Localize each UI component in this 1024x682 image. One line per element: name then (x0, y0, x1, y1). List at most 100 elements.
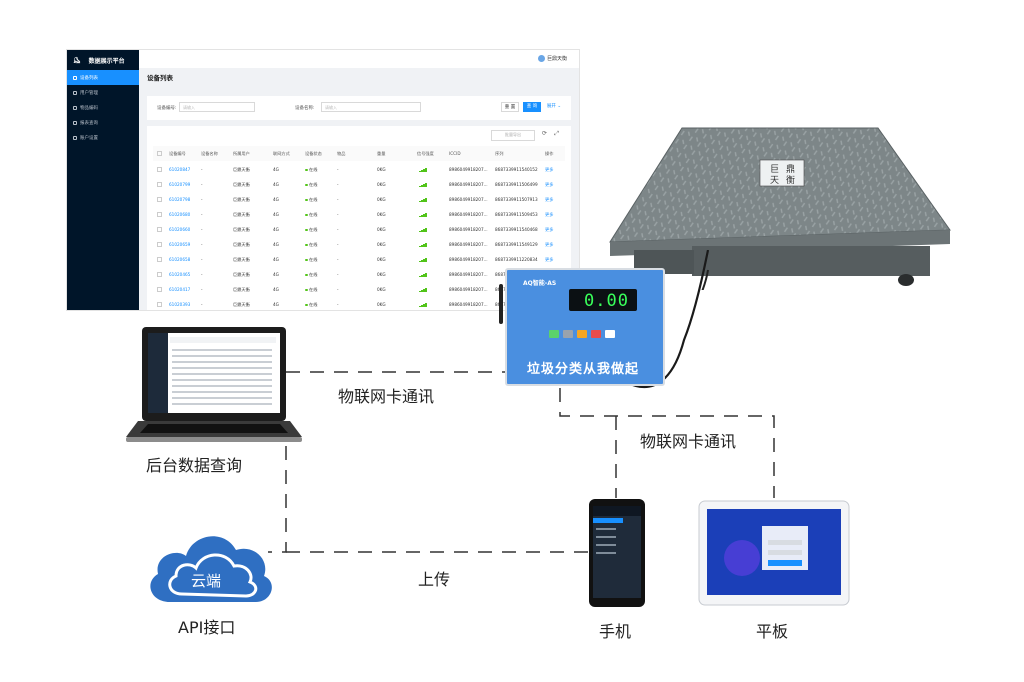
key-gray[interactable] (563, 330, 573, 338)
cell-device-name: - (201, 227, 203, 232)
cell-weight: 0KG (377, 302, 386, 307)
cell-serial: 8687339911506499 (495, 182, 538, 187)
cell-status: 在线 (305, 272, 317, 278)
query-button[interactable]: 查 询 (523, 102, 541, 112)
sidebar-item-reports[interactable]: 报表查询 (67, 115, 139, 130)
online-dot-icon (305, 213, 308, 217)
cell-action[interactable]: 更多 (545, 197, 554, 202)
cell-action[interactable]: 更多 (545, 182, 554, 187)
cloud-icon: 云端 (150, 536, 272, 602)
cell-network: 4G (273, 182, 279, 187)
cell-weight: 0KG (377, 257, 386, 262)
signal-icon (419, 167, 429, 172)
table-row[interactable]: 61020417-巨鼎天衡4G在线-0KG8986049918207...868… (153, 282, 565, 297)
col-status: 设备状态 (305, 151, 322, 156)
cell-item: - (337, 167, 339, 172)
col-signal: 信号强度 (417, 151, 434, 156)
cell-device-name: - (201, 167, 203, 172)
expand-link[interactable]: 展开 ⌄ (546, 104, 562, 109)
signal-icon (419, 197, 429, 202)
cell-action[interactable]: 更多 (545, 167, 554, 172)
row-checkbox[interactable] (157, 287, 162, 292)
table-row[interactable]: 61020465-巨鼎天衡4G在线-0KG8986049918207...868… (153, 267, 565, 282)
signal-icon (419, 212, 429, 217)
row-checkbox[interactable] (157, 227, 162, 232)
cell-action[interactable]: 更多 (545, 242, 554, 247)
cell-user: 巨鼎天衡 (233, 272, 250, 277)
row-checkbox[interactable] (157, 182, 162, 187)
cell-device-no: 61020847 (169, 167, 191, 172)
laptop-icon (126, 327, 302, 442)
cell-action[interactable]: 更多 (545, 227, 554, 232)
cell-network: 4G (273, 272, 279, 277)
row-checkbox[interactable] (157, 257, 162, 262)
table-row[interactable]: 61020393-巨鼎天衡4G在线-0KG8986049918207...868… (153, 297, 565, 310)
logo-char-3: 天 (770, 176, 779, 186)
col-weight: 重量 (377, 151, 386, 156)
cell-iccid: 8986049918207... (449, 242, 488, 247)
sidebar-item-account-settings[interactable]: 账户设置 (67, 130, 139, 145)
device-no-input[interactable]: 请输入 (179, 102, 255, 112)
batch-export-button[interactable]: 批量导出 (491, 130, 535, 141)
select-all-checkbox[interactable] (157, 151, 162, 156)
scale-logo-plate (759, 159, 805, 187)
device-name-input[interactable]: 请输入 (321, 102, 421, 112)
cell-status: 在线 (305, 167, 317, 173)
user-menu[interactable]: 巨鼎天衡 (537, 55, 567, 62)
cell-iccid: 8986049918207... (449, 167, 488, 172)
online-dot-icon (305, 303, 308, 307)
cell-status: 在线 (305, 242, 317, 248)
cell-device-name: - (201, 302, 203, 307)
upload-label: 上传 (418, 570, 451, 589)
fullscreen-icon[interactable]: ⤢ (554, 130, 559, 137)
cell-action[interactable]: 更多 (545, 257, 554, 262)
row-checkbox[interactable] (157, 197, 162, 202)
key-white[interactable] (605, 330, 615, 338)
cell-user: 巨鼎天衡 (233, 227, 250, 232)
phone-icon (589, 499, 645, 607)
cell-item: - (337, 272, 339, 277)
online-dot-icon (305, 273, 308, 277)
cell-serial: 8687339911507913 (495, 197, 538, 202)
cell-network: 4G (273, 257, 279, 262)
online-dot-icon (305, 198, 308, 202)
logo-icon: ⛸ (73, 56, 81, 64)
row-checkbox[interactable] (157, 242, 162, 247)
cell-user: 巨鼎天衡 (233, 257, 250, 262)
col-item: 物品 (337, 151, 346, 156)
indicator-slogan: 垃圾分类从我做起 (527, 362, 640, 377)
row-checkbox[interactable] (157, 212, 162, 217)
cell-status: 在线 (305, 227, 317, 233)
cell-status: 在线 (305, 287, 317, 293)
row-checkbox[interactable] (157, 167, 162, 172)
signal-icon (419, 272, 429, 277)
cell-weight: 0KG (377, 227, 386, 232)
row-checkbox[interactable] (157, 272, 162, 277)
sidebar-logo: ⛸ 数据展示平台 (67, 50, 139, 70)
table-header: 设备编号 设备名称 所属用户 联网方式 设备状态 物品 重量 信号强度 ICCI… (153, 146, 565, 161)
cell-network: 4G (273, 197, 279, 202)
refresh-icon[interactable]: ⟳ (541, 130, 547, 137)
reset-button[interactable]: 重 置 (501, 102, 519, 112)
online-dot-icon (305, 168, 308, 172)
cell-network: 4G (273, 287, 279, 292)
key-red[interactable] (591, 330, 601, 338)
key-green[interactable] (549, 330, 559, 338)
key-orange[interactable] (577, 330, 587, 338)
row-checkbox[interactable] (157, 302, 162, 307)
cell-action[interactable]: 更多 (545, 212, 554, 217)
cell-user: 巨鼎天衡 (233, 212, 250, 217)
sidebar-item-device-list[interactable]: 设备列表 (67, 70, 139, 85)
cell-status: 在线 (305, 302, 317, 308)
sidebar-item-item-codes[interactable]: 物品编码 (67, 100, 139, 115)
sidebar-item-user-management[interactable]: 用户管理 (67, 85, 139, 100)
cell-device-name: - (201, 182, 203, 187)
cell-iccid: 8986049918207... (449, 257, 488, 262)
